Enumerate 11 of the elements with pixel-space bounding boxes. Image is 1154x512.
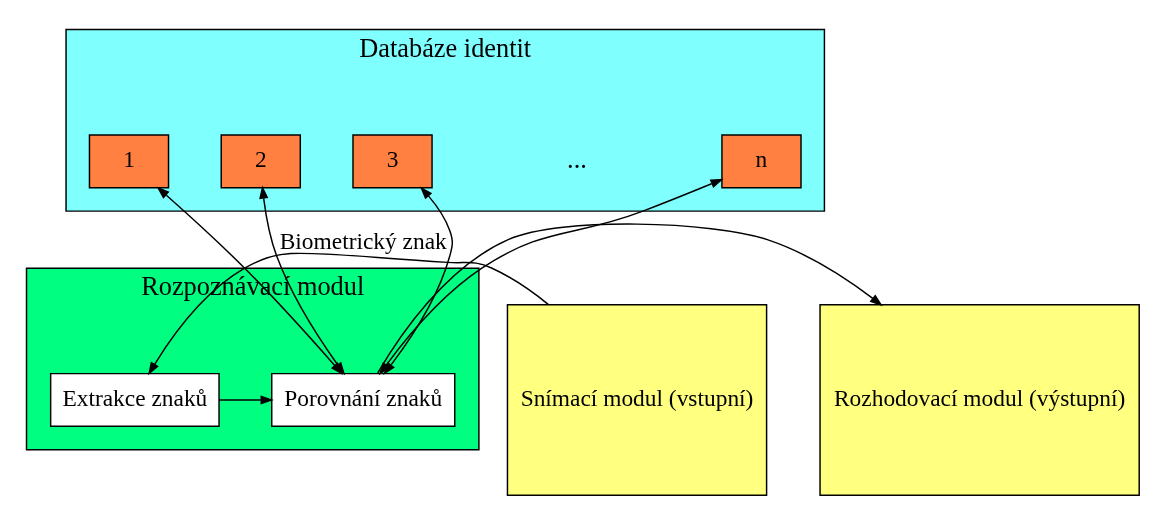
node-box: Rozhodovací modul (výstupní) bbox=[819, 303, 1140, 496]
edge-label: Biometrický znak bbox=[279, 227, 447, 254]
node-box: 1 bbox=[88, 133, 170, 188]
node-box: Snímací modul (vstupní) bbox=[506, 303, 768, 496]
node-box: Extrakce znaků bbox=[49, 372, 220, 427]
node-box: n bbox=[721, 133, 802, 188]
node-box: 2 bbox=[220, 133, 302, 188]
node-box: 3 bbox=[352, 133, 433, 188]
label: ... bbox=[567, 144, 587, 174]
arrow bbox=[218, 394, 274, 405]
node-box: Porovnání znaků bbox=[271, 372, 456, 427]
